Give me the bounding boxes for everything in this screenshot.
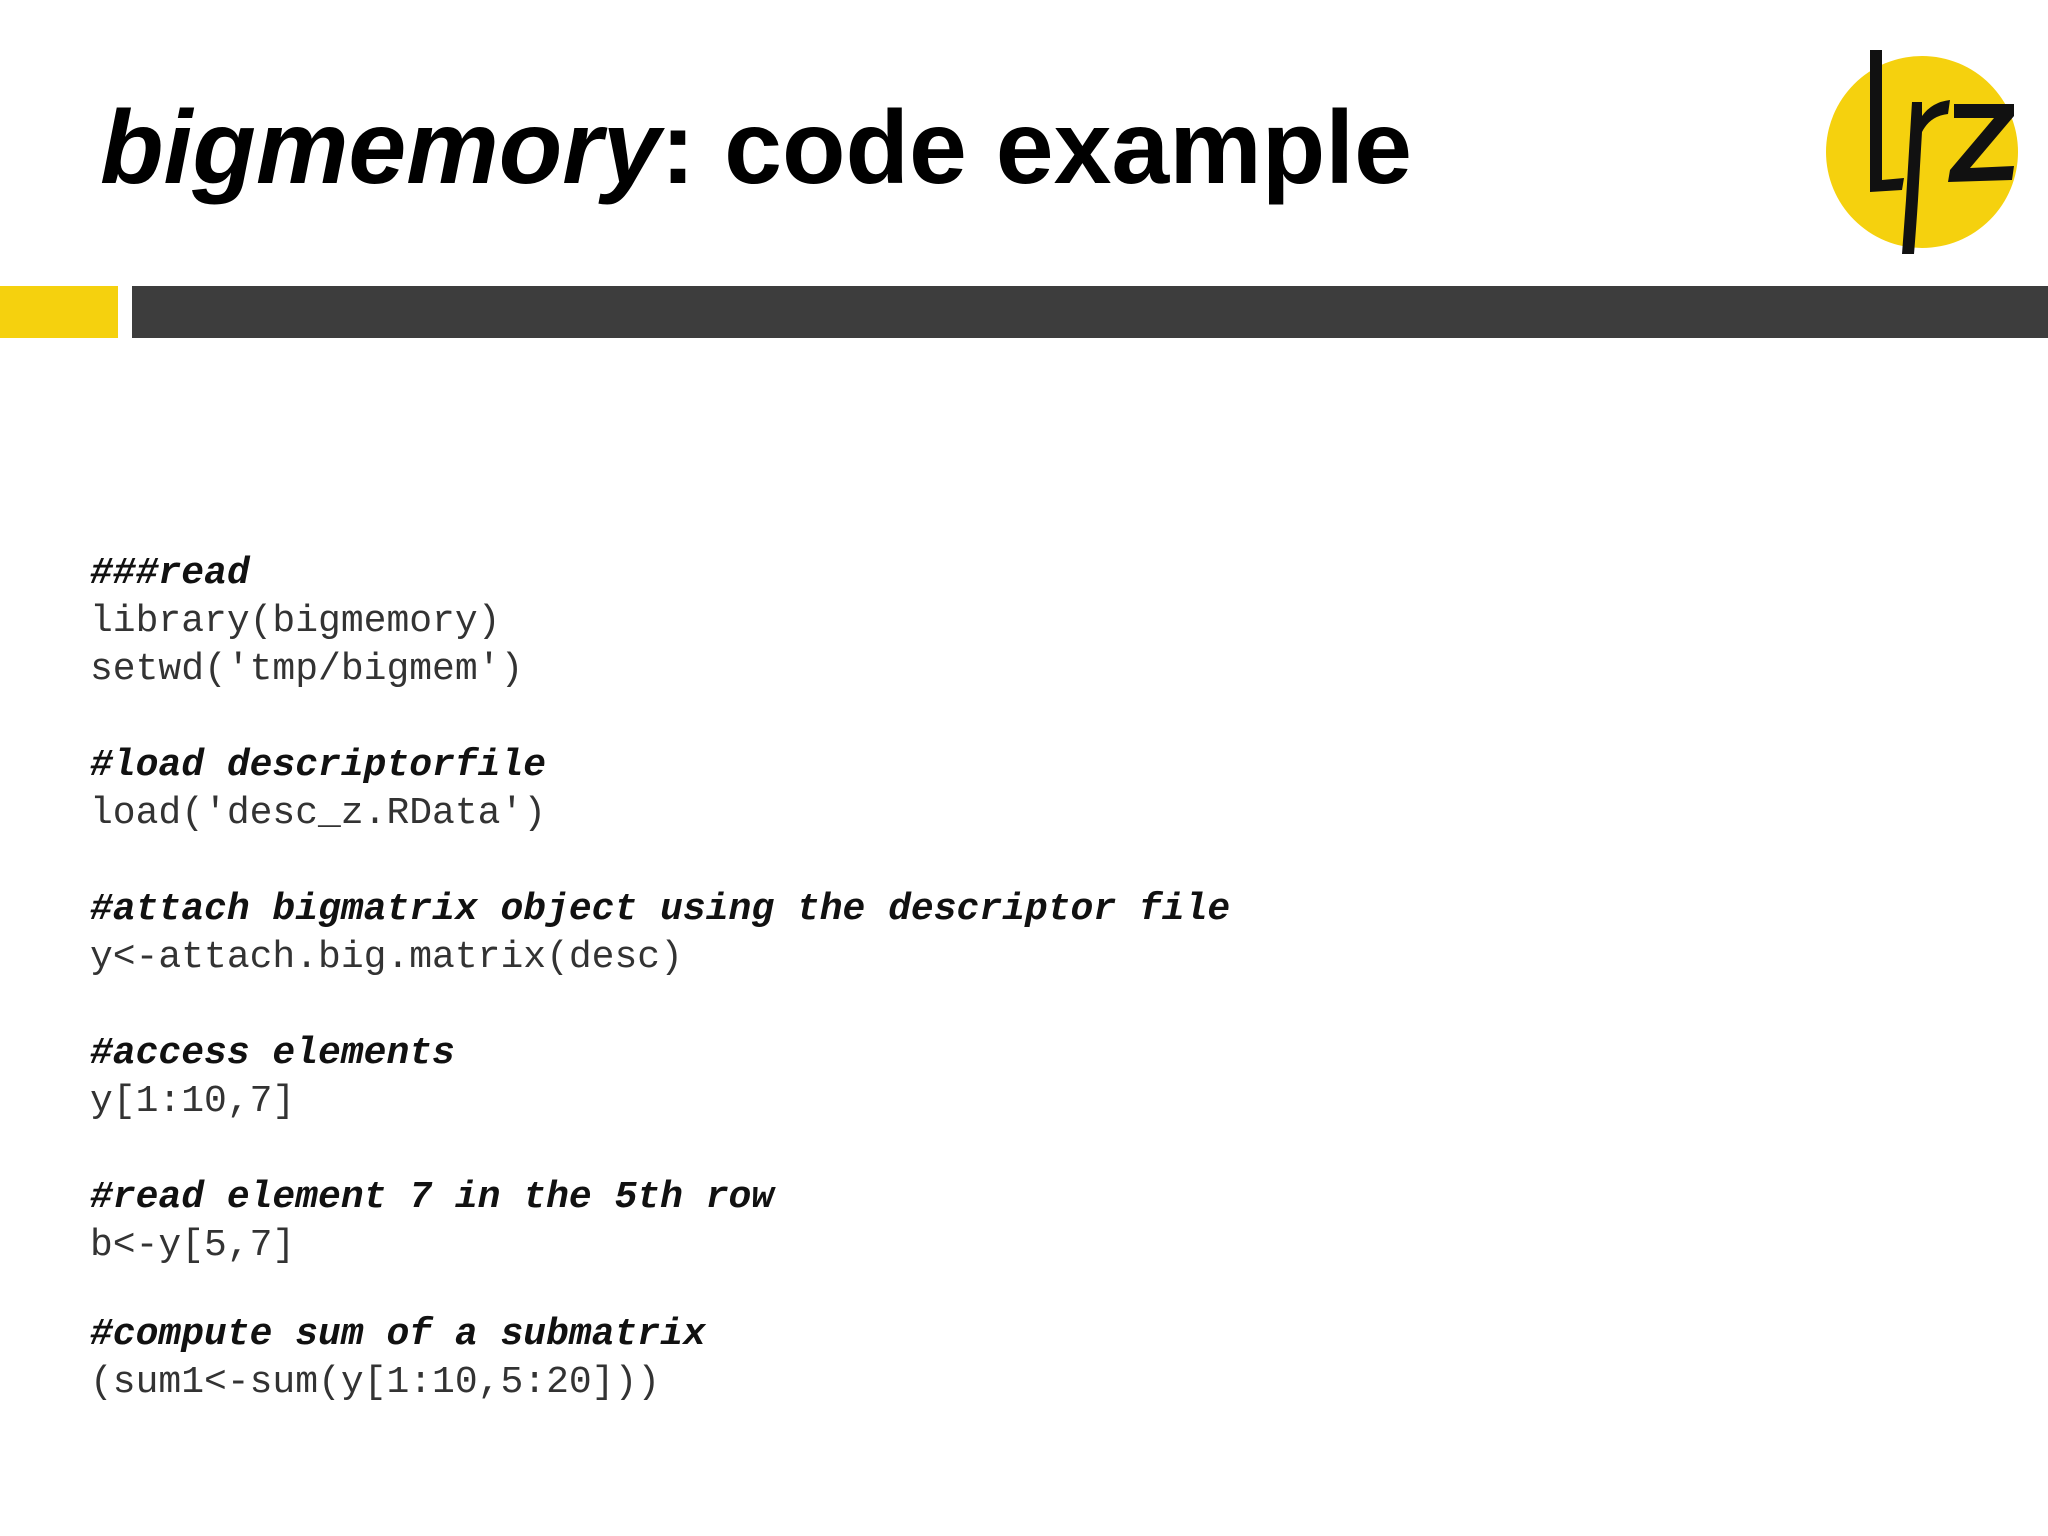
code-comment: #access elements (90, 1032, 455, 1075)
code-block-access: #access elements y[1:10,7] (90, 1030, 1990, 1126)
code-line: y[1:10,7] (90, 1080, 296, 1123)
code-line: load('desc_z.RData') (90, 792, 547, 835)
code-line: setwd('tmp/bigmem') (90, 648, 524, 691)
code-block-attach: #attach bigmatrix object using the descr… (90, 886, 1990, 982)
code-block-read-element: #read element 7 in the 5th row b<-y[5,7] (90, 1174, 1990, 1270)
code-comment: #load descriptorfile (90, 744, 547, 787)
code-line: y<-attach.big.matrix(desc) (90, 936, 683, 979)
code-block-load: #load descriptorfile load('desc_z.RData'… (90, 742, 1990, 838)
title-rest: : code example (660, 90, 1412, 206)
code-block-read: ###read library(bigmemory) setwd('tmp/bi… (90, 550, 1990, 694)
code-comment: #compute sum of a submatrix (90, 1313, 706, 1356)
code-line: b<-y[5,7] (90, 1224, 296, 1267)
slide-title: bigmemory: code example (100, 88, 1412, 208)
code-line: (sum1<-sum(y[1:10,5:20])) (90, 1361, 661, 1404)
code-comment: #attach bigmatrix object using the descr… (90, 888, 1231, 931)
accent-bar (0, 286, 118, 338)
title-package-name: bigmemory (100, 90, 661, 206)
code-line: library(bigmemory) (90, 600, 501, 643)
header-divider-bar (132, 286, 2048, 338)
lrz-logo-icon (1818, 40, 2028, 270)
code-listing: ###read library(bigmemory) setwd('tmp/bi… (90, 550, 1990, 1455)
code-block-sum: #compute sum of a submatrix (sum1<-sum(y… (90, 1311, 1990, 1407)
code-comment: #read element 7 in the 5th row (90, 1176, 775, 1219)
code-comment: ###read (90, 552, 250, 595)
